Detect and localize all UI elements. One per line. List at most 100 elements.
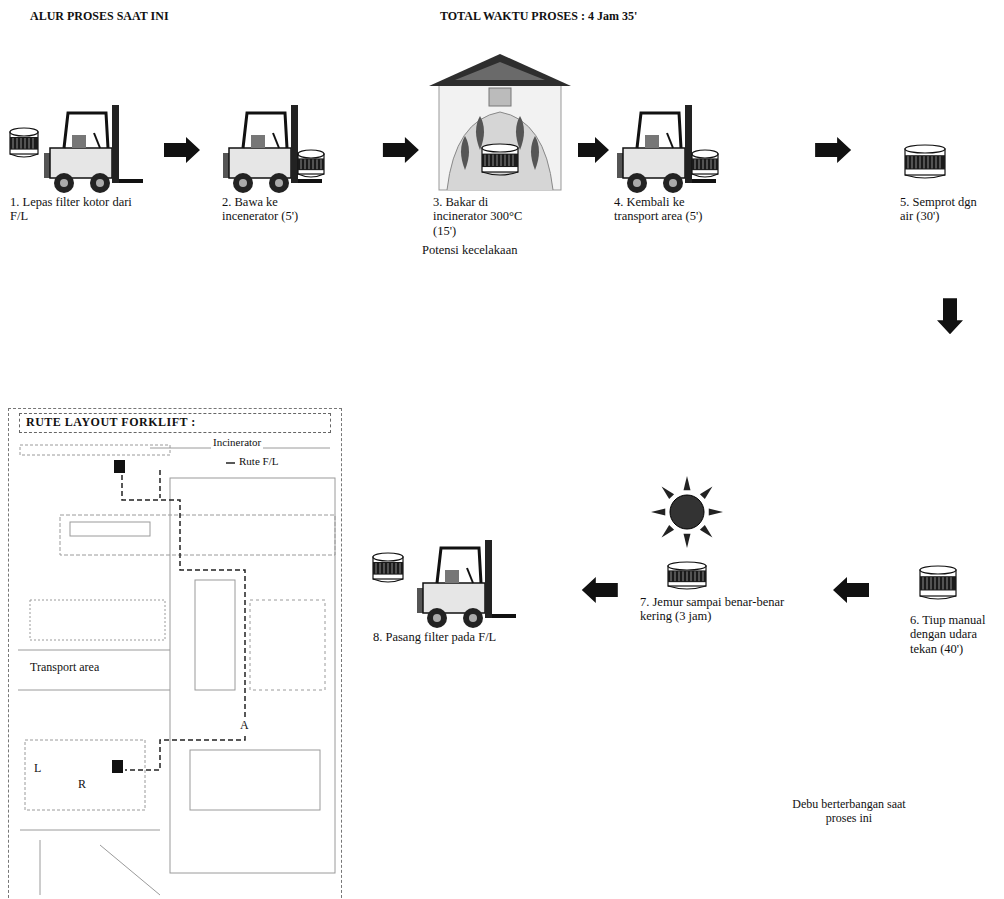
drawing-part	[122, 475, 245, 770]
drawing-part	[13, 138, 14, 149]
incinerator-icon	[429, 54, 571, 190]
drawing-part	[692, 179, 716, 183]
drawing-part	[455, 62, 545, 80]
drawing-part	[447, 112, 553, 190]
drawing-part	[675, 571, 676, 581]
forklift-icon	[617, 105, 716, 193]
drawing-part	[33, 138, 34, 149]
filter-icon	[920, 566, 956, 599]
drawing-part	[687, 571, 688, 581]
drawing-part	[699, 159, 700, 169]
block-arrow	[578, 137, 609, 163]
drawing-part	[920, 566, 956, 574]
legend-entry: Rute F/L	[237, 455, 280, 468]
drawing-part	[100, 845, 160, 895]
drawing-part	[509, 155, 510, 166]
drawing-part	[700, 487, 713, 500]
drawing-part	[317, 159, 318, 169]
drawing-part	[467, 568, 473, 583]
drawing-part	[29, 138, 30, 149]
location-marker	[112, 460, 125, 773]
step-illustration	[365, 535, 525, 630]
step-illustration	[218, 100, 328, 195]
drawing-part	[497, 155, 498, 166]
drawing-part	[932, 156, 933, 168]
drawing-part	[388, 563, 389, 574]
drawing-part	[445, 570, 459, 583]
drawing-part	[916, 156, 917, 168]
drawing-part	[112, 105, 119, 183]
step-illustration	[425, 50, 575, 195]
filter-icon	[668, 562, 706, 589]
drawing-part	[298, 179, 322, 183]
legend-text: Rute F/L	[239, 455, 278, 468]
step-caption: 6. Tiup manual dengan udara tekan (40')	[910, 613, 996, 656]
drawing-part	[707, 159, 708, 169]
note-label: L	[32, 762, 43, 776]
process-step: 8. Pasang filter pada F/L	[365, 535, 525, 644]
note-label: Transport area	[28, 661, 101, 675]
forklift-route	[122, 470, 245, 770]
drawing-part	[469, 614, 477, 622]
drawing-part	[943, 577, 944, 589]
drawing-part	[60, 179, 68, 187]
drawing-part	[70, 522, 150, 536]
drawing-part	[905, 155, 945, 169]
drawing-part	[492, 614, 516, 618]
drawing-part	[505, 155, 506, 166]
drawing-part	[645, 135, 659, 148]
drawing-part	[924, 156, 925, 168]
drawing-part	[273, 133, 279, 148]
drawing-part	[433, 614, 441, 622]
drawing-part	[683, 476, 690, 490]
drawing-part	[190, 750, 320, 810]
filter-icon	[692, 150, 718, 177]
drawing-part	[18, 650, 170, 651]
drawing-part	[20, 830, 160, 831]
drawing-part	[683, 534, 690, 548]
block-arrow	[164, 137, 200, 163]
drawing-part	[923, 577, 924, 589]
drawing-part	[482, 144, 518, 152]
process-step: 7. Jemur sampai benar-benar kering (3 ja…	[632, 470, 812, 624]
process-step: 1. Lepas filter kotor dari F/L	[6, 100, 146, 224]
drawing-part	[668, 586, 706, 589]
drawing-part	[233, 173, 253, 193]
filter-icon	[373, 553, 403, 582]
process-step: 2. Bawa ke incenerator (5')	[218, 100, 328, 224]
drawing-part	[931, 577, 932, 589]
drawing-part	[695, 159, 696, 169]
drawing-part	[195, 580, 235, 690]
step-caption: 5. Semprot dgn air (30')	[900, 195, 990, 224]
step-illustration	[6, 100, 146, 195]
forklift-icon	[223, 105, 322, 193]
drawing-part	[927, 577, 928, 589]
block-arrow	[815, 137, 851, 163]
drawing-part	[21, 138, 22, 149]
drawing-part	[298, 150, 324, 158]
drawing-part	[936, 156, 937, 168]
step-illustration	[612, 100, 730, 195]
drawing-part	[485, 155, 486, 166]
note-label: Incinerator	[211, 436, 263, 449]
forklift-icon	[44, 105, 143, 193]
drawing-part	[119, 179, 143, 183]
drawing-part	[112, 760, 123, 773]
drawing-part	[627, 173, 647, 193]
note-label: TOTAL WAKTU PROSES : 4 Jam 35'	[438, 10, 639, 24]
drawing-part	[531, 136, 539, 170]
drawing-part	[40, 840, 41, 895]
drawing-part	[376, 563, 377, 574]
drawing-part	[663, 173, 683, 193]
drawing-part	[380, 563, 381, 574]
drawing-part	[461, 136, 469, 170]
drawing-part	[170, 478, 335, 873]
block-arrow	[937, 298, 963, 334]
process-step: 3. Bakar di incinerator 300°C (15')	[425, 50, 575, 238]
drawing-part	[662, 487, 675, 500]
drawing-part	[298, 158, 324, 170]
drawing-part	[10, 154, 38, 157]
drawing-part	[668, 562, 706, 570]
step-illustration	[878, 135, 998, 195]
drawing-part	[54, 173, 74, 193]
